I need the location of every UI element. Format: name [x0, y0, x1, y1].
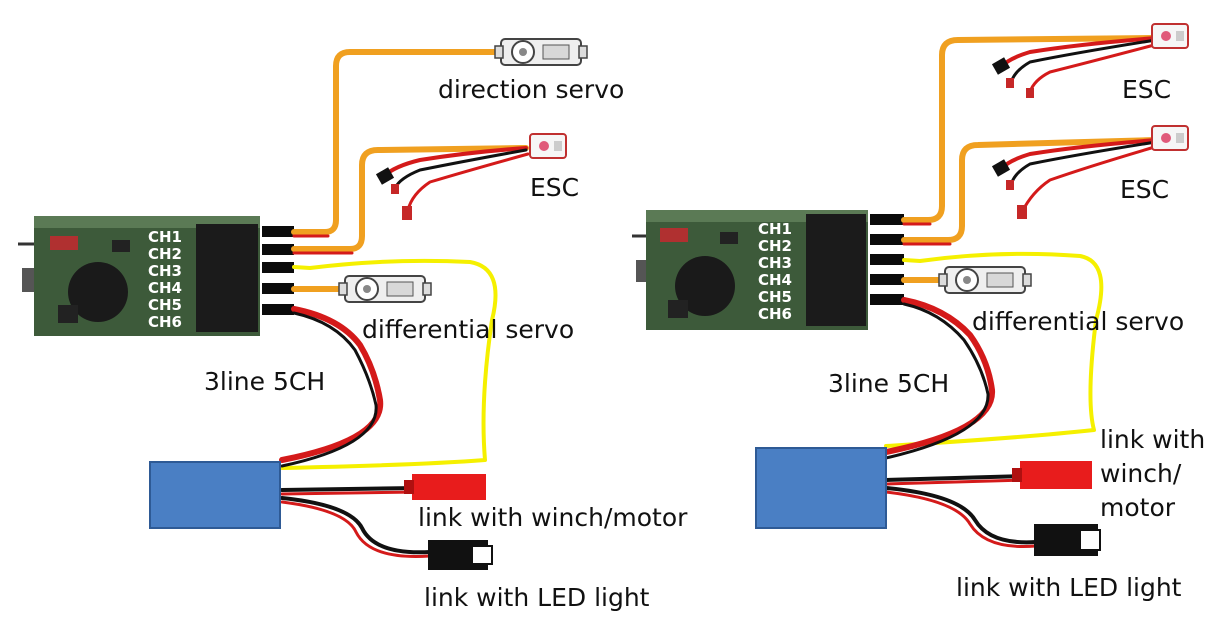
right-ch-3: CH3	[758, 254, 792, 272]
left-label-link-motor: link with winch/motor	[418, 503, 688, 532]
left-label-mode: 3line 5CH	[204, 367, 325, 396]
left-wires	[279, 49, 530, 558]
left-label-direction-servo: direction servo	[438, 75, 624, 104]
left-differential-servo-icon	[338, 275, 432, 303]
right-label-mode: 3line 5CH	[828, 369, 949, 398]
right-label-differential-servo: differential servo	[972, 307, 1184, 336]
right-differential-servo-icon	[938, 266, 1032, 294]
left-label-esc: ESC	[530, 173, 579, 202]
left-esc-plugs	[375, 167, 412, 220]
right-connectors	[870, 214, 904, 305]
left-label-link-led: link with LED light	[424, 583, 650, 612]
left-diagram: CH1 CH2 CH3 CH4 CH5 CH6	[18, 38, 688, 612]
left-direction-servo-icon	[494, 38, 588, 66]
left-receiver-board	[18, 216, 260, 336]
left-label-differential-servo: differential servo	[362, 315, 574, 344]
left-esc-icon	[529, 133, 567, 159]
right-label-link-led: link with LED light	[956, 573, 1182, 602]
right-wires	[883, 35, 1160, 549]
left-ch-1: CH1	[148, 228, 182, 246]
right-label-esc: ESC	[1120, 175, 1169, 204]
right-label-link-motor-3: motor	[1100, 493, 1176, 522]
right-esc-top-icon	[1151, 23, 1189, 49]
left-connectors	[262, 226, 294, 315]
right-label-link-motor-1: link with	[1100, 425, 1205, 454]
left-power-module	[149, 461, 281, 529]
right-ch-1: CH1	[758, 220, 792, 238]
left-ch-5: CH5	[148, 296, 182, 314]
left-channel-labels: CH1 CH2 CH3 CH4 CH5 CH6	[148, 228, 182, 331]
left-ch-2: CH2	[148, 245, 182, 263]
left-ch-3: CH3	[148, 262, 182, 280]
right-motor-plug	[1012, 461, 1092, 489]
left-ch-4: CH4	[148, 279, 182, 297]
right-label-link-motor-2: winch/	[1100, 459, 1182, 488]
right-ch-4: CH4	[758, 271, 792, 289]
right-ch-5: CH5	[758, 288, 792, 306]
right-ch-6: CH6	[758, 305, 792, 323]
right-power-module	[755, 447, 887, 529]
right-label-esc-top: ESC	[1122, 75, 1171, 104]
right-esc-icon	[1151, 125, 1189, 151]
right-esc-plugs	[991, 57, 1034, 219]
right-diagram: CH1 CH2 CH3 CH4 CH5 CH6	[632, 23, 1205, 602]
left-led-plug	[428, 540, 493, 570]
right-receiver-board	[632, 210, 868, 330]
left-motor-plug	[404, 474, 486, 500]
right-channel-labels: CH1 CH2 CH3 CH4 CH5 CH6	[758, 220, 792, 323]
left-ch-6: CH6	[148, 313, 182, 331]
right-ch-2: CH2	[758, 237, 792, 255]
right-led-plug	[1034, 524, 1101, 556]
